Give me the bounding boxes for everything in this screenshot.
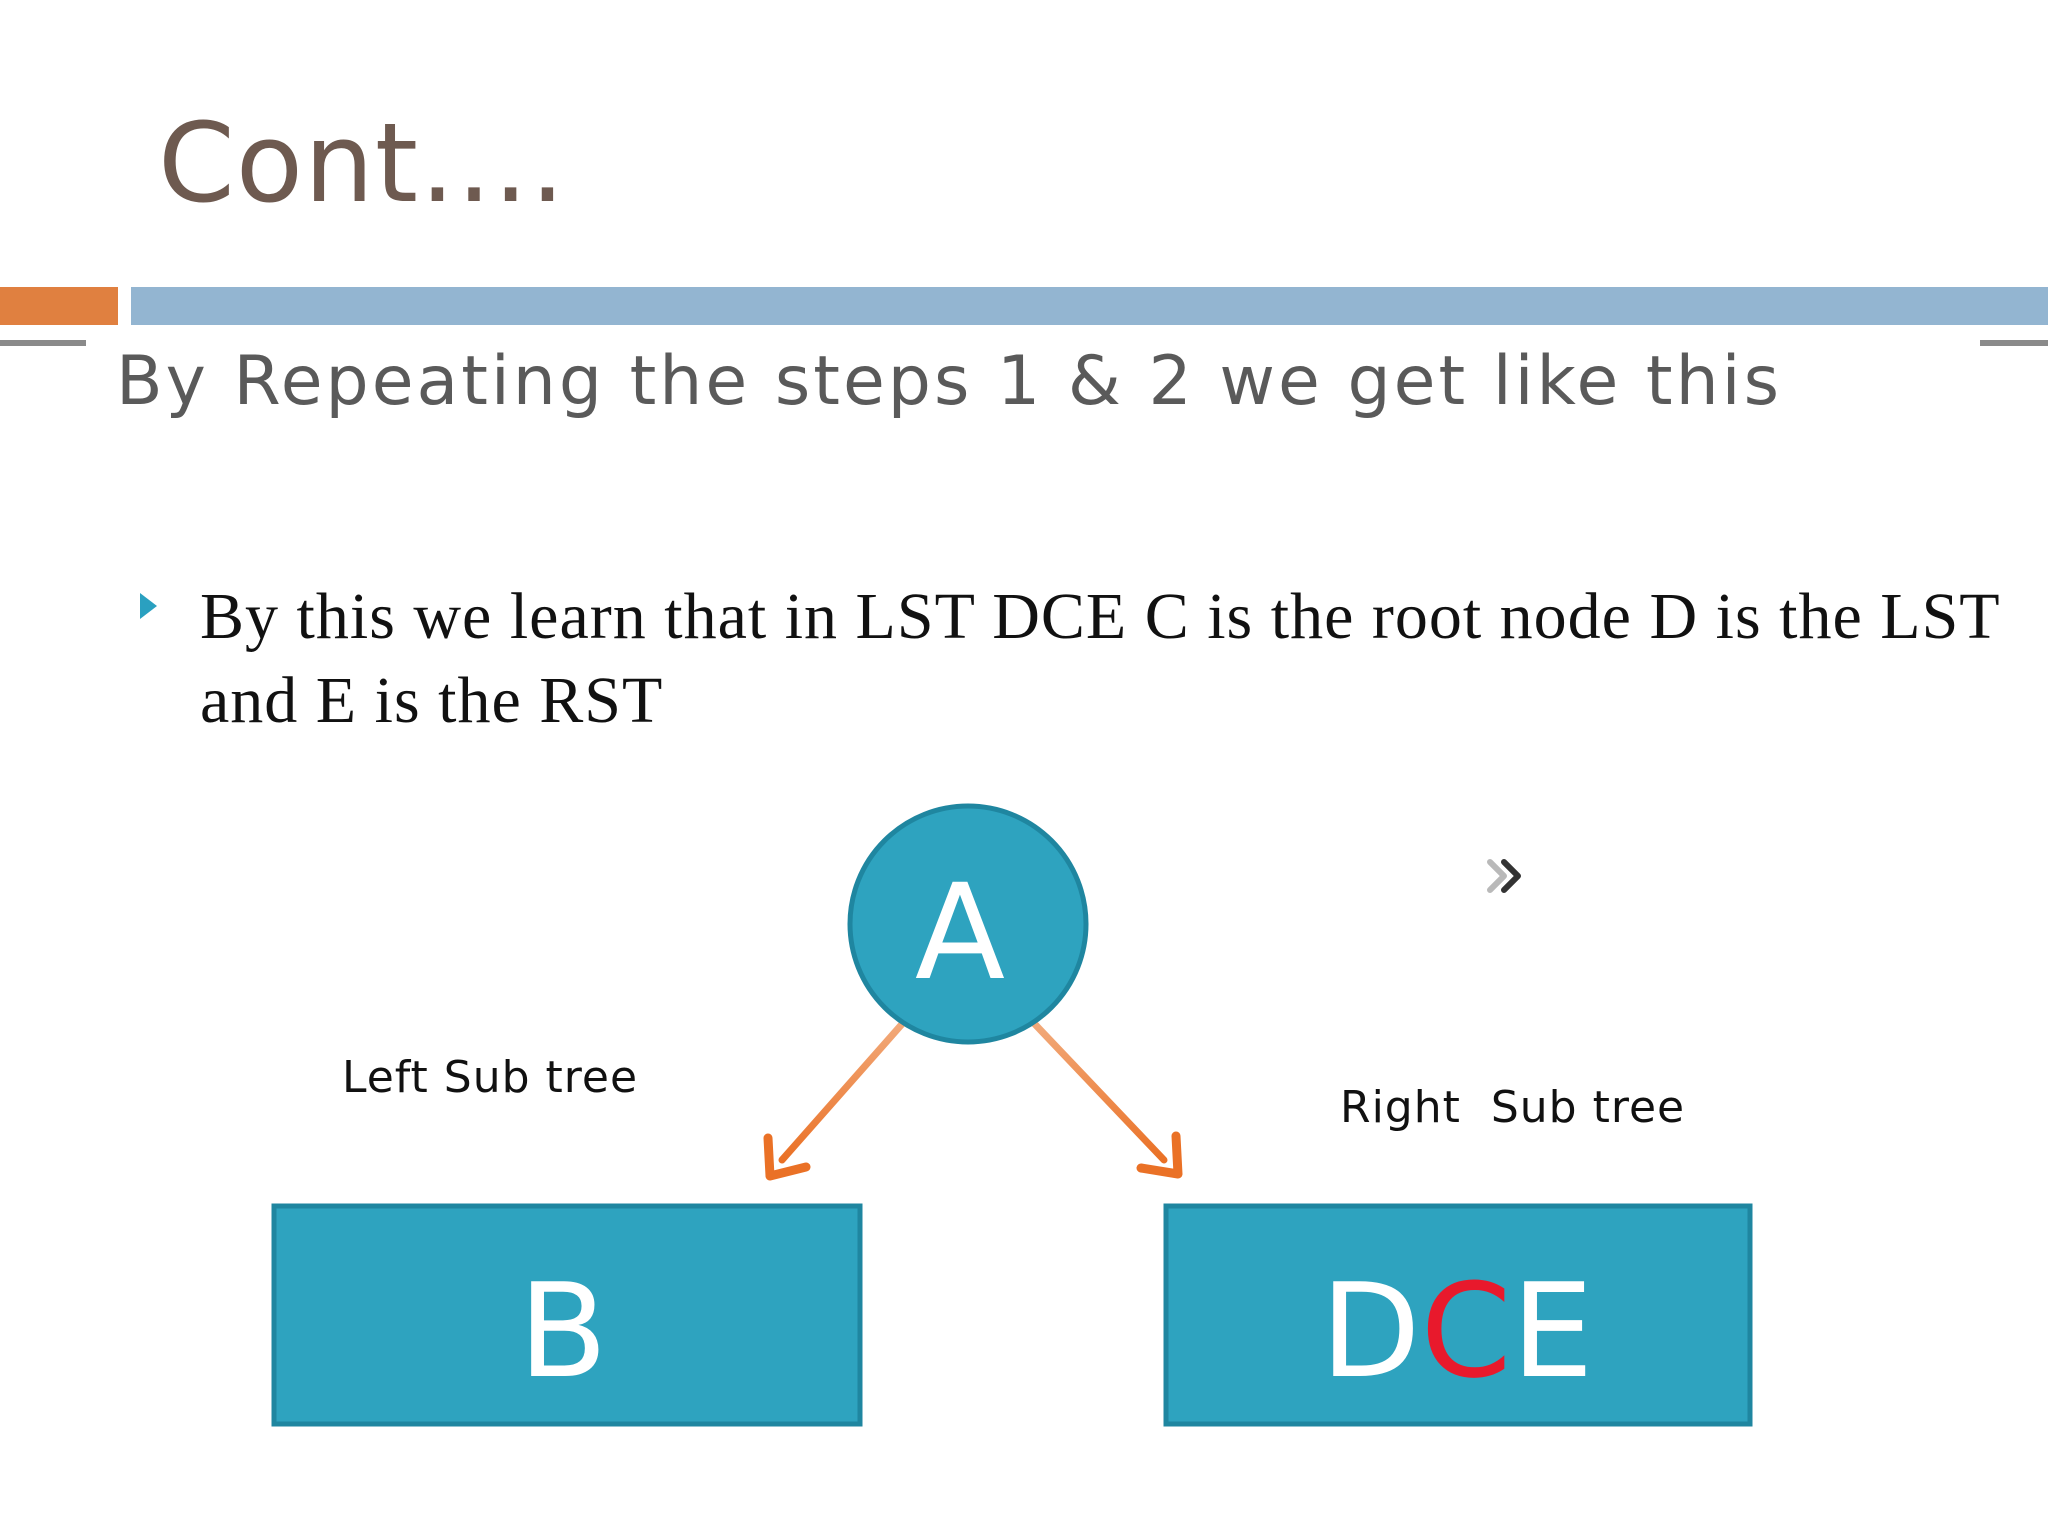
node-d-letter: D <box>1320 1255 1420 1407</box>
double-chevron-right-icon[interactable] <box>1487 859 1521 893</box>
bullet-text: By this we learn that in LST DCE C is th… <box>200 580 2000 737</box>
accent-shadow <box>0 340 86 346</box>
node-b-label: B <box>518 1255 607 1407</box>
node-a: A <box>847 803 1089 1045</box>
right-subtree-label: Right Sub tree <box>1340 1082 1685 1133</box>
bullet-triangle-icon <box>140 593 157 619</box>
arrow-to-right <box>1006 994 1183 1179</box>
node-a-label: A <box>915 856 1005 1010</box>
node-e-letter: E <box>1511 1255 1593 1407</box>
node-dce-label: DCE <box>1320 1255 1593 1407</box>
node-dce: DCE <box>1163 1203 1753 1427</box>
node-c-letter: C <box>1421 1255 1512 1407</box>
slide-title: Cont…. <box>158 99 566 227</box>
slide-subtitle: By Repeating the steps 1 & 2 we get like… <box>116 342 1782 421</box>
header-bar <box>131 287 2048 325</box>
header-bar-shadow <box>1980 340 2048 346</box>
node-b: B <box>271 1203 863 1427</box>
arrow-to-left <box>763 994 929 1181</box>
accent-bar <box>0 287 118 325</box>
left-subtree-label: Left Sub tree <box>342 1052 638 1103</box>
